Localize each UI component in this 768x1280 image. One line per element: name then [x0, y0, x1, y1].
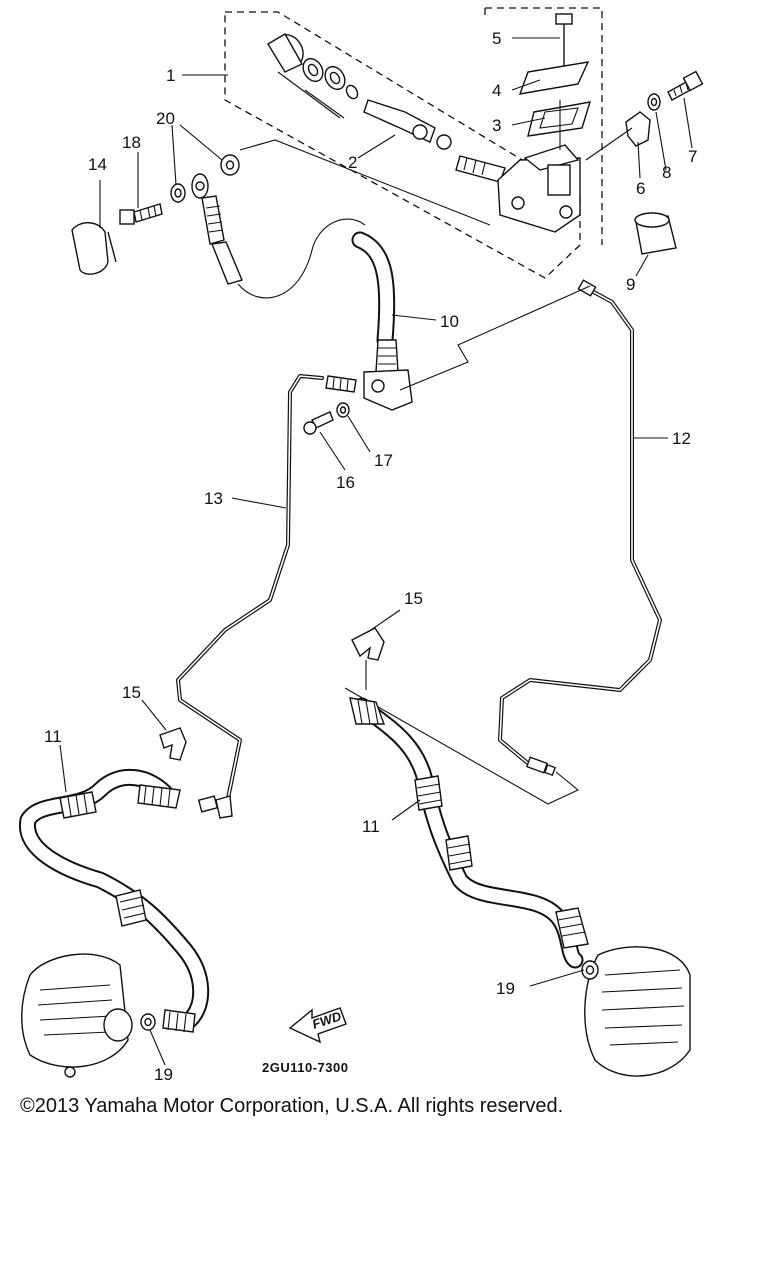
callout-13: 13 — [204, 489, 223, 508]
master-cylinder-group — [224, 7, 704, 279]
boot-part — [634, 212, 677, 255]
callout-3: 3 — [492, 116, 501, 135]
callout-6: 6 — [636, 179, 645, 198]
right-brake-hose — [349, 627, 589, 969]
forward-arrow-icon: FWD — [288, 1007, 347, 1044]
joint-hose — [303, 231, 413, 435]
left-brake-caliper — [21, 953, 156, 1078]
copyright-notice: ©2013 Yamaha Motor Corporation, U.S.A. A… — [20, 1095, 564, 1117]
callout-19-left: 19 — [154, 1065, 173, 1084]
callout-10: 10 — [440, 312, 459, 331]
callout-15-left: 15 — [122, 683, 141, 702]
right-brake-caliper — [581, 946, 691, 1077]
callout-8: 8 — [662, 163, 671, 182]
master-cylinder-body — [497, 100, 581, 233]
callout-11-left: 11 — [44, 727, 62, 746]
callout-14: 14 — [88, 155, 107, 174]
callout-5: 5 — [492, 29, 501, 48]
right-brake-pipe — [344, 279, 662, 805]
callout-11-right: 11 — [362, 817, 380, 836]
callout-19-right: 19 — [496, 979, 515, 998]
piston-kit-parts — [267, 33, 359, 100]
reservoir-cap-parts — [518, 13, 592, 137]
callout-18: 18 — [122, 133, 141, 152]
callout-12: 12 — [672, 429, 691, 448]
callout-9: 9 — [626, 275, 635, 294]
callout-4: 4 — [492, 81, 501, 100]
callout-2: 2 — [348, 153, 357, 172]
upper-hose-fittings — [71, 139, 491, 299]
callout-7: 7 — [688, 147, 697, 166]
callout-20: 20 — [156, 109, 175, 128]
left-brake-hose — [19, 727, 210, 1033]
callout-numbers: 1 2 3 4 5 6 7 8 9 10 11 11 12 13 14 15 1… — [44, 29, 697, 1084]
left-brake-pipe — [176, 374, 324, 819]
brake-parts-diagram: FWD 1 2 3 4 5 6 7 8 9 — [19, 7, 704, 1084]
callout-15-right: 15 — [404, 589, 423, 608]
diagram-code: 2GU110-7300 — [262, 1060, 348, 1075]
callout-16: 16 — [336, 473, 355, 492]
callout-17: 17 — [374, 451, 393, 470]
holder-bolt-parts — [585, 70, 704, 161]
callout-leaders — [59, 37, 693, 1066]
callout-1: 1 — [166, 66, 175, 85]
